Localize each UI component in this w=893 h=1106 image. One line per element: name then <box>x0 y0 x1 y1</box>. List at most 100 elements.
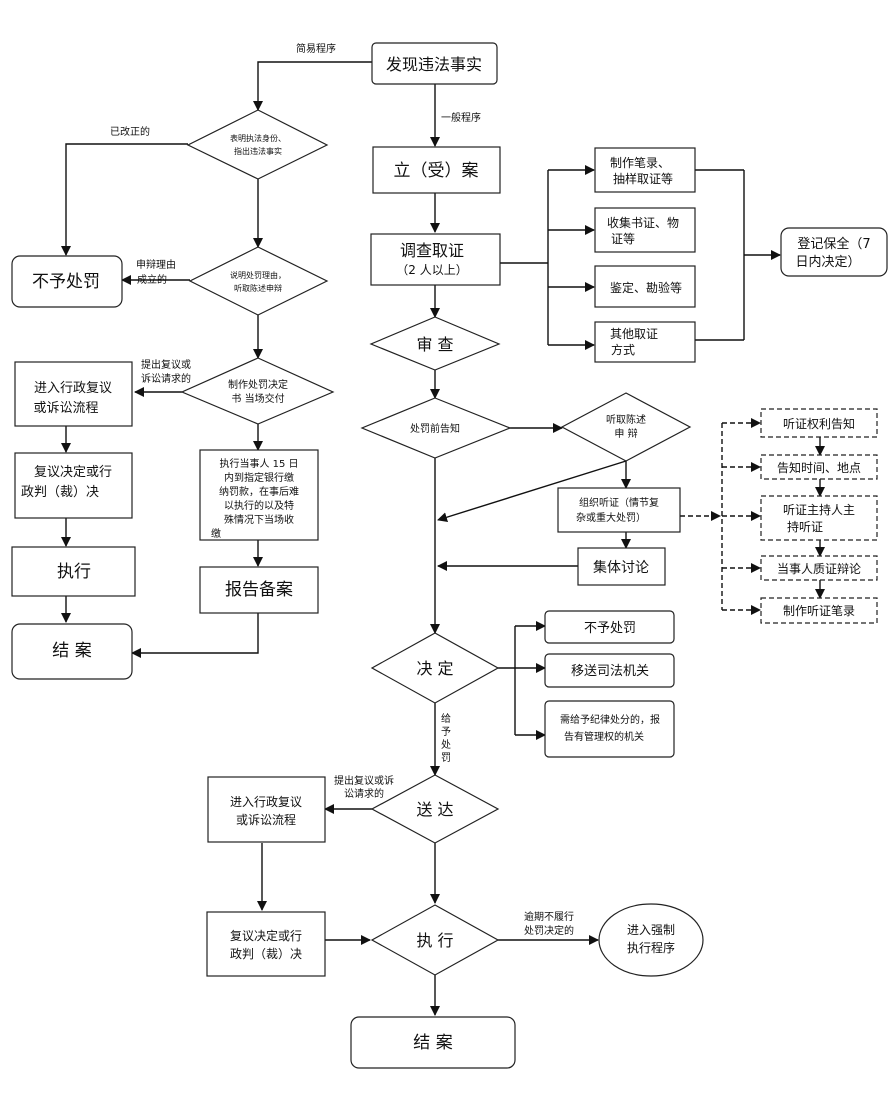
collective-text: 集体讨论 <box>593 559 649 576</box>
penalty-label-4: 罚 <box>441 752 451 764</box>
hearing-step-3 <box>760 495 878 541</box>
report-text: 报告备案 <box>225 580 293 600</box>
review-result-simple-1: 复议决定或行 <box>34 465 112 480</box>
close-box-general <box>350 1016 516 1069</box>
evidence-box-1 <box>594 147 696 193</box>
review-result-general-1: 复议决定或行 <box>230 928 302 943</box>
discover-box <box>371 42 498 85</box>
evidence-text-3: 鉴定、勘验等 <box>610 280 682 295</box>
hearing-step-text-5: 制作听证笔录 <box>783 603 855 618</box>
overdue-label-2: 处罚决定的 <box>524 924 574 937</box>
review-flow-box-general <box>207 776 326 843</box>
explain-text-1: 说明处罚理由， <box>230 270 286 280</box>
outcome-box-1 <box>544 610 675 644</box>
evidence-text-1a: 制作笔录、 <box>610 155 670 170</box>
hear-text-2: 申 辩 <box>614 427 637 440</box>
preserve-box <box>780 227 888 277</box>
hearing-text-2: 杂或重大处罚） <box>576 511 646 524</box>
review-result-box-general <box>206 911 326 977</box>
review-result-general-2: 政判（裁）决 <box>230 947 302 961</box>
hearing-step-text-1: 听证权利告知 <box>783 417 855 431</box>
pay-text-6: 缴 <box>211 527 221 540</box>
penalty-label-3: 处 <box>441 739 451 751</box>
enforce-ellipse <box>598 903 704 977</box>
preserve-text-2: 日内决定） <box>795 254 860 270</box>
hearing-step-2 <box>760 454 878 480</box>
evidence-text-2b: 证等 <box>611 232 635 246</box>
enforce-text-2: 执行程序 <box>627 940 675 955</box>
register-text: 立（受）案 <box>394 161 479 181</box>
execute-diamond <box>370 904 500 976</box>
no-penalty-text-simple: 不予处罚 <box>32 272 100 292</box>
deliver-diamond <box>370 774 500 844</box>
review-result-box-simple <box>14 452 133 519</box>
evidence-text-1b: 抽样取证等 <box>613 171 673 186</box>
hearing-step-text-3b: 持听证 <box>787 519 823 534</box>
hear-text-1: 听取陈述 <box>606 413 646 426</box>
evidence-text-2a: 收集书证、物 <box>607 215 679 230</box>
hear-diamond <box>560 392 692 462</box>
connectors <box>61 61 825 1016</box>
hearing-step-4 <box>760 555 878 581</box>
simple-label: 简易程序 <box>296 42 336 55</box>
investigate-box <box>370 233 501 286</box>
evidence-box-2 <box>594 207 696 253</box>
review-label-general-2: 讼请求的 <box>344 787 384 800</box>
hearing-step-text-3a: 听证主持人主 <box>783 502 855 517</box>
review-flow-simple-2: 或诉讼流程 <box>33 401 98 416</box>
report-box <box>199 566 319 614</box>
investigate-text-1: 调查取证 <box>400 241 464 260</box>
notice-diamond <box>360 397 512 459</box>
review-flow-general-1: 进入行政复议 <box>230 795 302 809</box>
evidence-text-4a: 其他取证 <box>610 327 658 341</box>
review-diamond <box>369 316 501 371</box>
close-text-simple: 结 案 <box>52 641 91 661</box>
hearing-box <box>557 487 681 533</box>
decision-diamond-simple <box>180 357 335 425</box>
review-flow-general-2: 或诉讼流程 <box>236 812 296 827</box>
outcome-text-3a: 需给予纪律处分的，报 <box>560 713 660 726</box>
pay-text-4: 以执行的以及特 <box>224 499 294 512</box>
decision-text-2: 书 当场交付 <box>231 392 284 405</box>
discover-text: 发现违法事实 <box>386 55 482 74</box>
review-label-general-1: 提出复议或诉 <box>334 774 394 787</box>
decide-diamond <box>370 632 500 704</box>
pay-text-3: 纳罚款，在事后难 <box>219 485 299 498</box>
hearing-step-1 <box>760 408 878 438</box>
penalty-label-1: 给 <box>441 712 451 725</box>
review-flow-simple-1: 进入行政复议 <box>34 381 112 396</box>
pay-text-2: 内到指定银行缴 <box>224 471 294 484</box>
decision-text-1: 制作处罚决定 <box>228 378 288 391</box>
explain-diamond <box>188 246 329 316</box>
labels: 发现违法事实 简易程序 一般程序 表明执法身份、 指出违法事实 已改正的 不予处… <box>21 42 871 1053</box>
hearing-step-text-4: 当事人质证辩论 <box>777 562 861 576</box>
hearing-step-text-2: 告知时间、地点 <box>777 461 861 475</box>
register-box <box>372 146 501 194</box>
review-text: 审 查 <box>416 335 453 354</box>
hearing-step-5 <box>760 597 878 624</box>
corrected-label: 已改正的 <box>110 125 150 138</box>
evidence-text-4b: 方式 <box>611 342 635 357</box>
identity-diamond <box>186 109 329 180</box>
evidence-box-3 <box>594 265 696 308</box>
close-box-simple <box>11 623 133 680</box>
outcome-text-3b: 告有管理权的机关 <box>564 730 644 743</box>
pay-text-5: 殊情况下当场收 <box>224 513 294 526</box>
hearing-text-1: 组织听证（情节复 <box>579 496 659 509</box>
decide-text: 决 定 <box>416 659 453 678</box>
review-flow-box-simple <box>14 361 133 427</box>
evidence-box-4 <box>594 321 696 363</box>
outcome-text-1: 不予处罚 <box>584 621 636 636</box>
overdue-label-1: 逾期不履行 <box>524 910 574 923</box>
pay-text-1: 执行当事人 15 日 <box>219 457 298 470</box>
execute-text-simple: 执行 <box>57 562 91 582</box>
identity-text-2: 指出违法事实 <box>234 146 282 156</box>
investigate-text-2: （2 人以上） <box>396 263 467 277</box>
outcome-box-3 <box>544 700 675 758</box>
deliver-text: 送 达 <box>416 800 453 819</box>
execute-text-general: 执 行 <box>416 931 453 950</box>
outcome-box-2 <box>544 653 675 688</box>
identity-text-1: 表明执法身份、 <box>230 133 286 143</box>
no-penalty-box-simple <box>11 255 123 308</box>
